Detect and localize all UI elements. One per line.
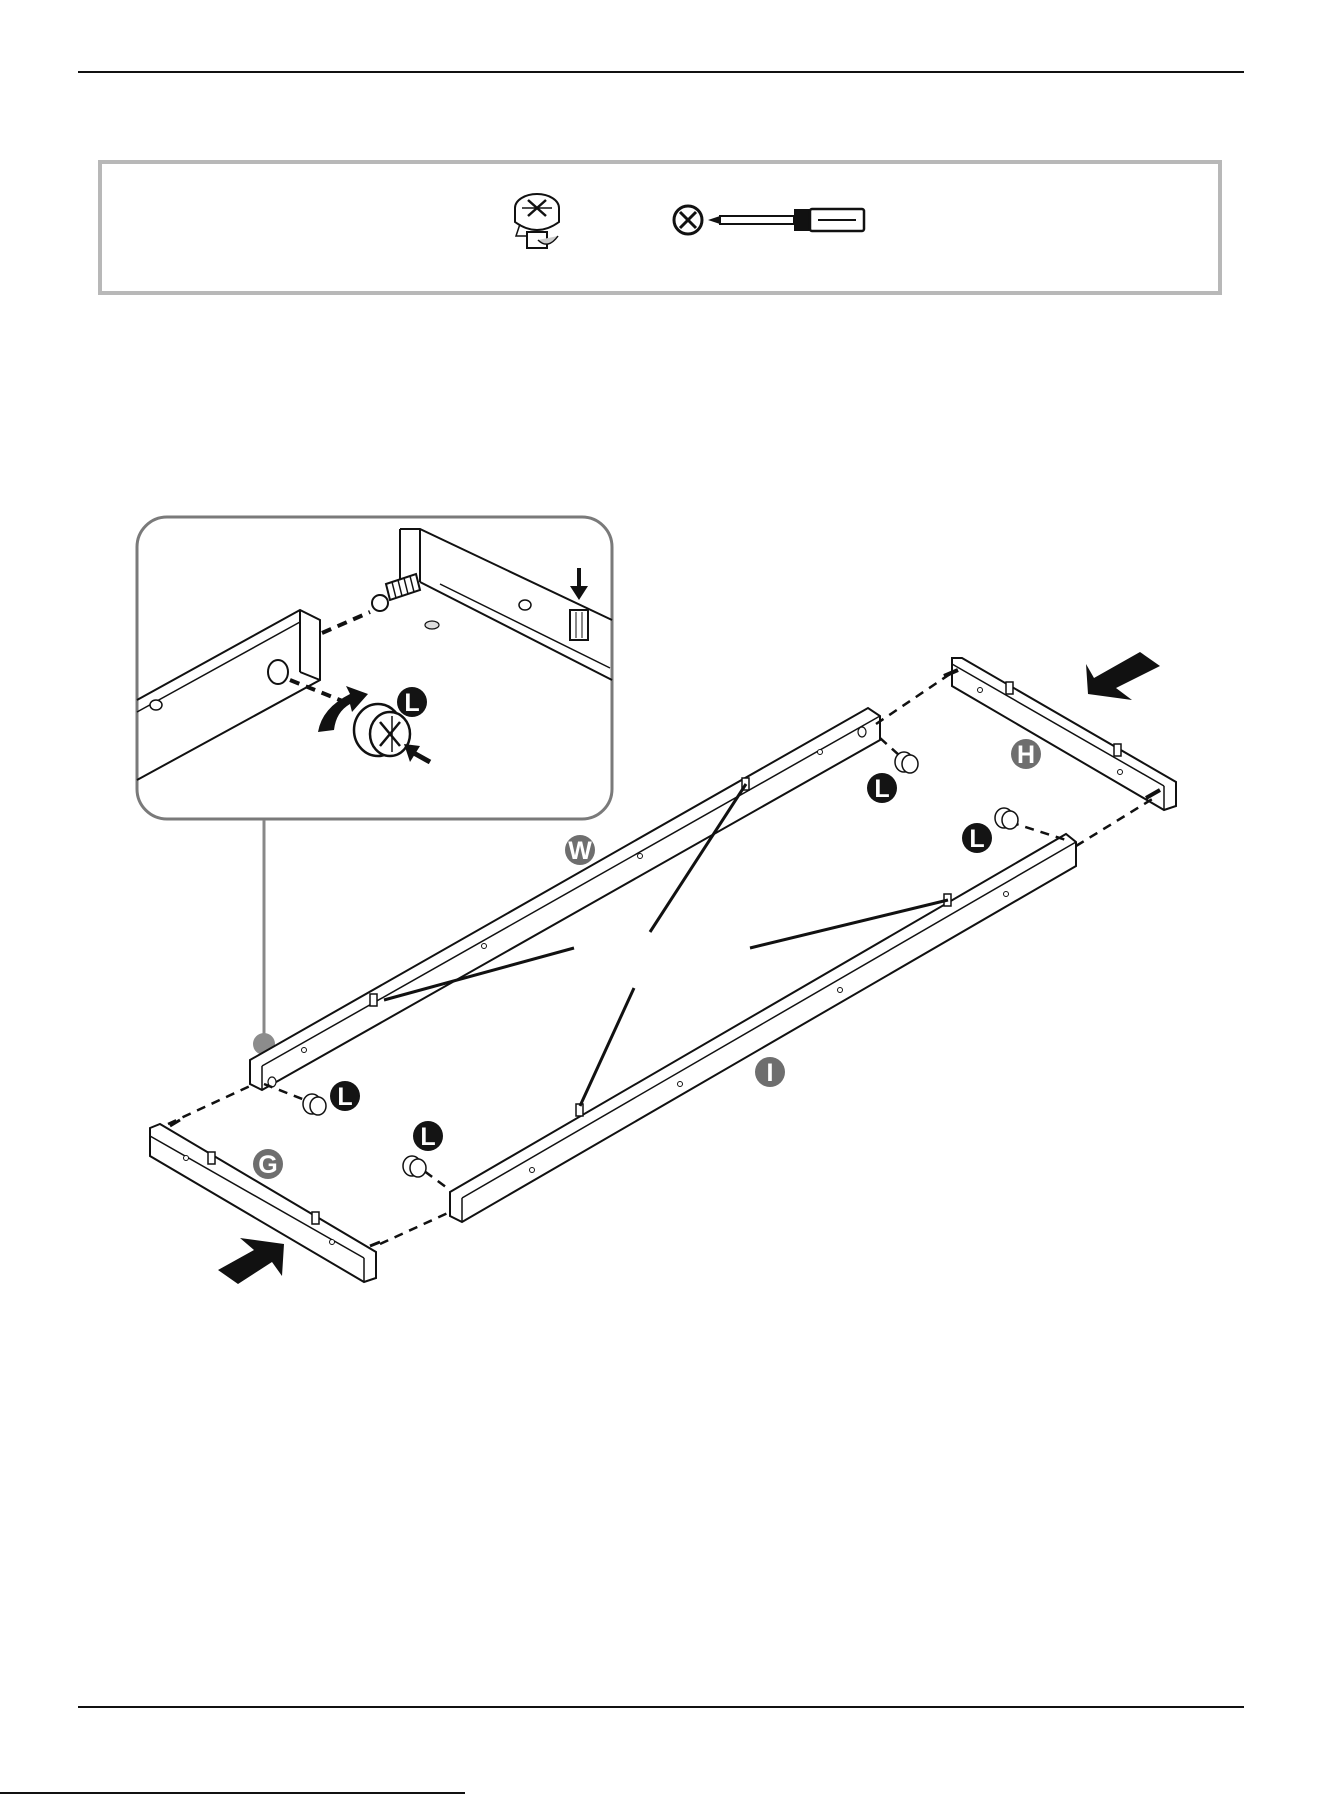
push-arrow-bottom-left-icon [218,1238,284,1284]
svg-text:G: G [258,1151,277,1179]
part-label-g: G [253,1149,283,1179]
part-label-l-inset: L [404,689,419,717]
push-arrow-top-right-icon [1086,652,1160,700]
svg-text:I: I [767,1059,774,1087]
detail-inset: L [137,517,612,1055]
part-label-i: I [755,1057,785,1087]
svg-text:L: L [874,775,889,803]
svg-text:H: H [1017,741,1035,769]
page-bottom-stub [0,1792,465,1794]
footer-rule [78,1706,1244,1708]
part-label-h: H [1011,739,1041,769]
svg-text:L: L [420,1123,435,1151]
part-label-w: W [565,835,595,865]
svg-text:L: L [969,825,984,853]
svg-text:L: L [337,1083,352,1111]
svg-text:W: W [568,837,592,865]
beam-h [944,658,1176,810]
